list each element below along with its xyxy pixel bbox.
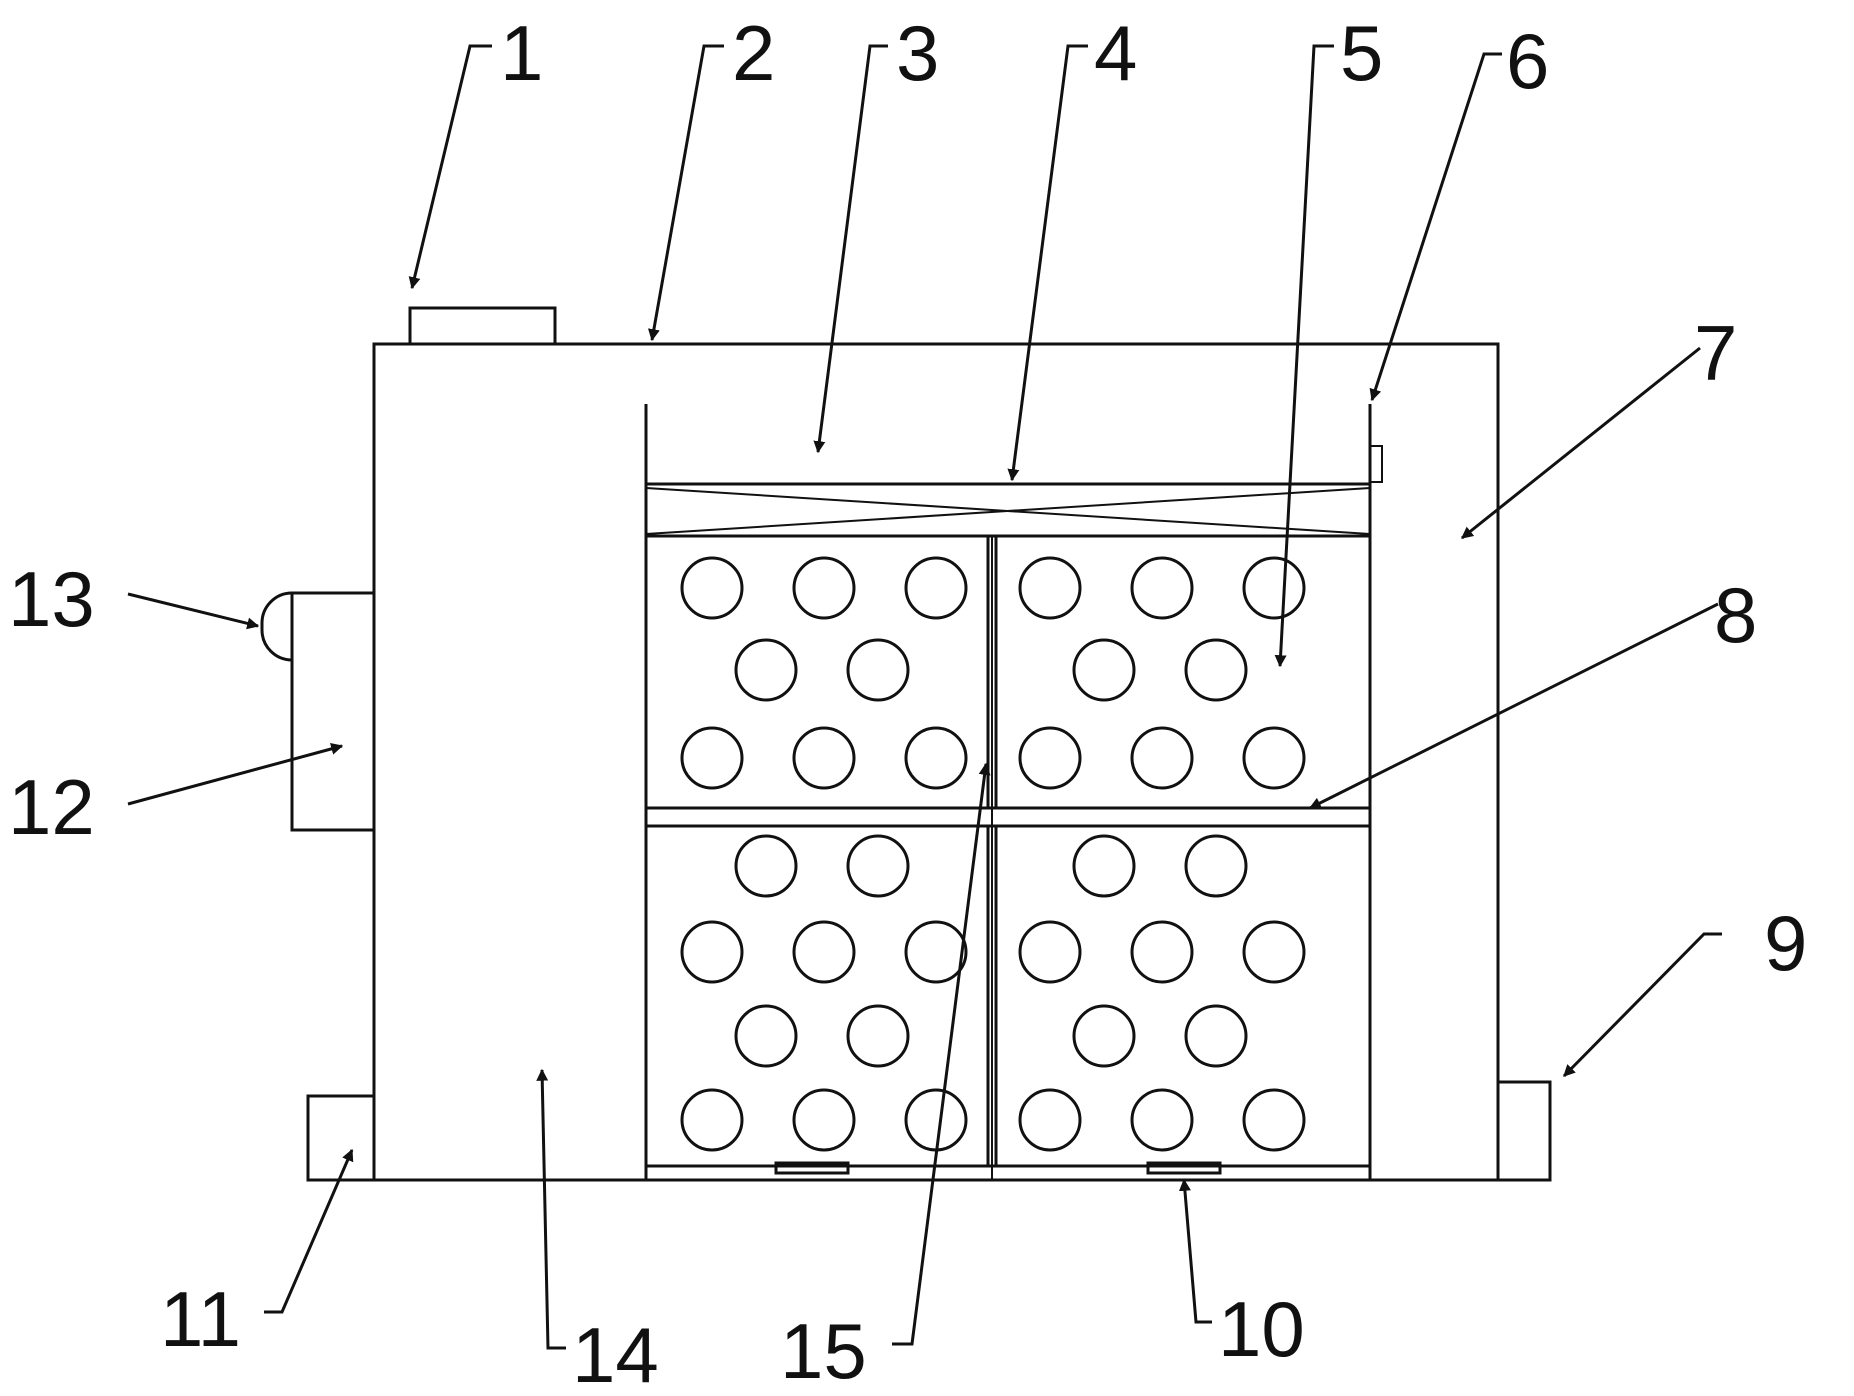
leader-5 xyxy=(1274,44,1334,668)
bottom-rail xyxy=(644,1164,1372,1182)
leader-14 xyxy=(536,1068,566,1350)
hole xyxy=(1184,1004,1248,1068)
label-13: 13 xyxy=(8,555,95,643)
label-15: 15 xyxy=(780,1307,867,1395)
leader-6 xyxy=(1369,52,1502,402)
top-component xyxy=(408,306,557,346)
right-foot xyxy=(1496,1080,1552,1182)
hole xyxy=(1130,1088,1194,1152)
label-10: 10 xyxy=(1218,1285,1305,1373)
hole xyxy=(1184,638,1248,702)
hole xyxy=(904,1088,968,1152)
leader-1 xyxy=(408,44,492,290)
label-1: 1 xyxy=(500,9,543,97)
leader-8 xyxy=(1308,602,1719,810)
basket-upper-right xyxy=(994,534,1372,810)
label-7: 7 xyxy=(1694,309,1737,397)
leader-2 xyxy=(647,44,724,342)
side-knob xyxy=(260,591,293,662)
hole xyxy=(1242,1088,1306,1152)
label-2: 2 xyxy=(732,9,775,97)
hole xyxy=(846,638,910,702)
hole xyxy=(904,726,968,790)
hole xyxy=(1130,726,1194,790)
hole xyxy=(904,556,968,620)
hole xyxy=(680,726,744,790)
leader-3 xyxy=(813,44,888,454)
label-8: 8 xyxy=(1714,571,1757,659)
side-box xyxy=(290,591,376,832)
hole xyxy=(680,1088,744,1152)
hole xyxy=(1072,834,1136,898)
hole xyxy=(680,920,744,984)
leader-lines xyxy=(127,44,1722,1350)
right-clip xyxy=(1369,445,1383,483)
hole xyxy=(734,638,798,702)
leader-12 xyxy=(127,743,344,806)
bottom-tab-left xyxy=(774,1161,850,1175)
top-plate-diag-2 xyxy=(645,487,1371,535)
hole xyxy=(734,834,798,898)
hole xyxy=(1184,834,1248,898)
leader-13 xyxy=(127,592,260,630)
hole xyxy=(1242,726,1306,790)
hole xyxy=(1018,556,1082,620)
hole xyxy=(1072,1004,1136,1068)
label-9: 9 xyxy=(1764,899,1807,987)
hole xyxy=(1072,638,1136,702)
label-11: 11 xyxy=(160,1275,241,1363)
leader-15 xyxy=(892,762,991,1346)
hole xyxy=(1018,726,1082,790)
left-foot xyxy=(306,1094,376,1182)
basket-lower-right xyxy=(994,824,1372,1168)
hole xyxy=(1242,920,1306,984)
basket-lower-left xyxy=(644,824,990,1168)
hole xyxy=(1018,920,1082,984)
leader-7 xyxy=(1461,346,1701,540)
hole xyxy=(734,1004,798,1068)
hole xyxy=(1130,920,1194,984)
hole xyxy=(792,556,856,620)
basket-upper-left xyxy=(644,534,990,810)
label-3: 3 xyxy=(896,9,939,97)
hole xyxy=(680,556,744,620)
hole xyxy=(792,1088,856,1152)
hole xyxy=(792,726,856,790)
label-14: 14 xyxy=(572,1311,659,1396)
main-housing xyxy=(372,342,1500,1182)
label-12: 12 xyxy=(8,763,95,851)
hole xyxy=(904,920,968,984)
hole xyxy=(846,1004,910,1068)
hole xyxy=(846,834,910,898)
hole xyxy=(1242,556,1306,620)
label-6: 6 xyxy=(1506,17,1549,105)
leader-9 xyxy=(1562,932,1722,1078)
label-4: 4 xyxy=(1094,9,1137,97)
label-5: 5 xyxy=(1340,9,1383,97)
bottom-tab-right xyxy=(1146,1161,1222,1175)
holes xyxy=(680,556,1306,1152)
leader-11 xyxy=(264,1148,354,1314)
leader-4 xyxy=(1007,44,1088,482)
leader-10 xyxy=(1178,1178,1212,1324)
hole xyxy=(1018,1088,1082,1152)
middle-divider xyxy=(644,806,1372,828)
hole xyxy=(792,920,856,984)
hole xyxy=(1130,556,1194,620)
